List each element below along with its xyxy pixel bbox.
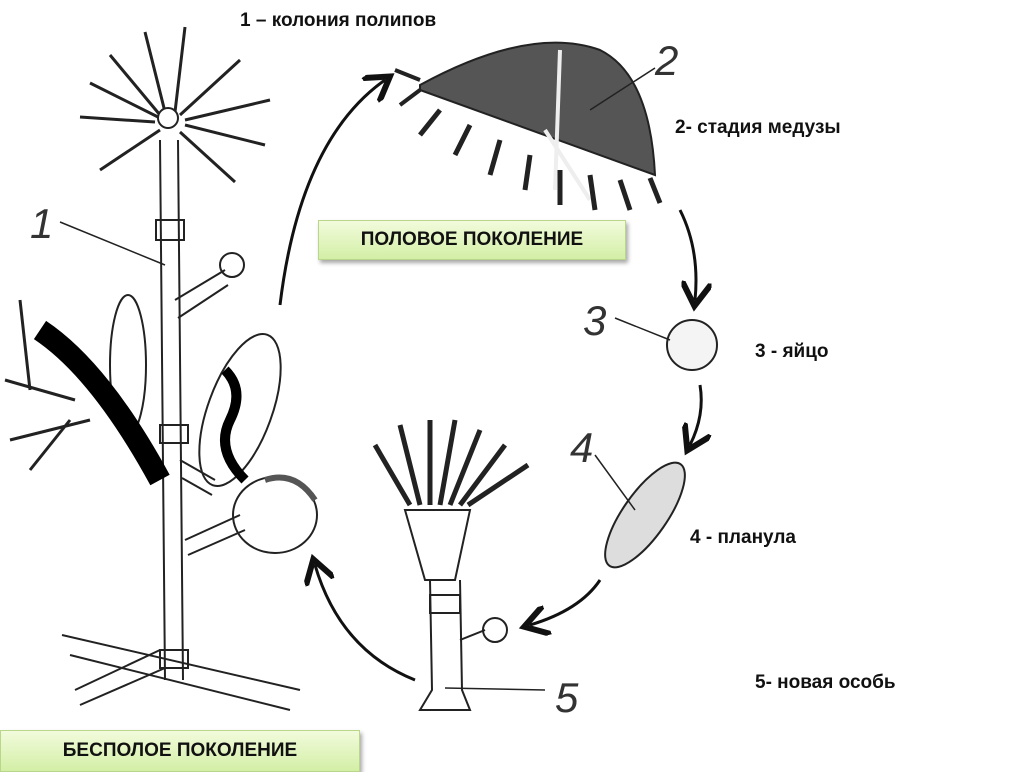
polyp-colony-drawing: [4, 26, 318, 711]
medusa-drawing: [394, 41, 663, 211]
caption-egg: 3 - яйцо: [755, 341, 829, 362]
figure-number-5: 5: [555, 674, 579, 721]
caption-new-individual: 5- новая особь: [755, 672, 896, 693]
figure-number-1: 1: [30, 200, 53, 247]
pointer-lines: [59, 67, 671, 691]
asexual-generation-label: БЕСПОЛОЕ ПОКОЛЕНИЕ: [0, 730, 360, 772]
figure-number-4: 4: [570, 424, 593, 471]
caption-medusa-stage: 2- стадия медузы: [675, 117, 841, 138]
figure-number-3: 3: [583, 297, 606, 344]
egg-drawing: [666, 319, 718, 371]
caption-planula: 4 - планула: [690, 527, 796, 548]
figure-number-2: 2: [654, 37, 678, 84]
sexual-generation-label: ПОЛОВОЕ ПОКОЛЕНИЕ: [318, 220, 626, 260]
young-polyp-drawing: [372, 419, 530, 711]
cycle-arrows: [278, 80, 701, 682]
figure-numbers: 1 2 3 4 5: [30, 37, 678, 721]
caption-polyp-colony: 1 – колония полипов: [240, 10, 437, 31]
planula-drawing: [604, 461, 686, 569]
